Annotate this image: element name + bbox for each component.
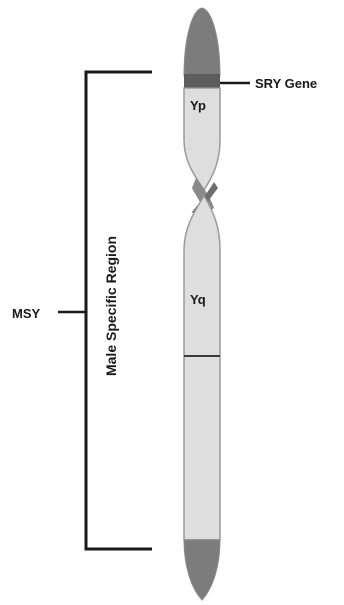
msy-label: MSY — [12, 306, 41, 321]
sry-band — [184, 74, 220, 88]
sry-gene-label: SRY Gene — [255, 76, 317, 91]
bottom-cap — [184, 540, 220, 600]
yp-label: Yp — [190, 98, 206, 113]
yq-label: Yq — [190, 292, 206, 307]
long-arm-yq — [184, 196, 220, 540]
top-cap — [184, 8, 220, 76]
male-specific-region-label: Male Specific Region — [103, 236, 119, 376]
msy-bracket — [86, 72, 152, 549]
